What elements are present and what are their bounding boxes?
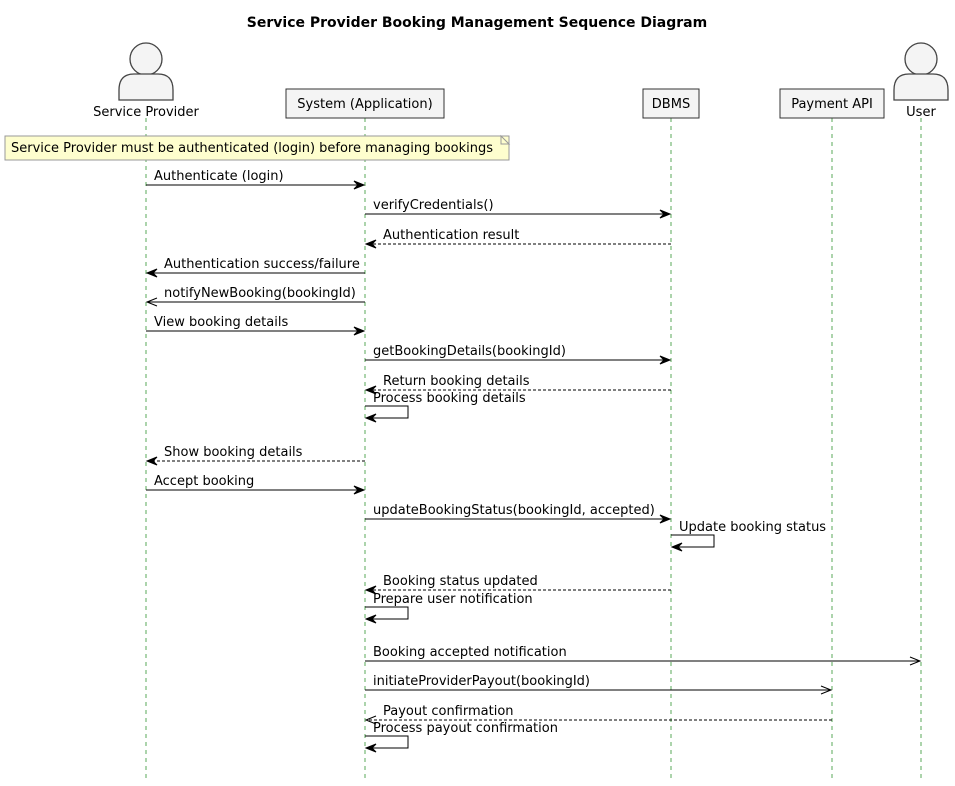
message-label: initiateProviderPayout(bookingId)	[373, 674, 590, 689]
actor-sp: Service Provider	[93, 42, 200, 120]
participant-label: System (Application)	[297, 97, 432, 112]
message: View booking details	[146, 315, 366, 336]
note-corner	[500, 134, 511, 145]
actor-user: User	[893, 42, 949, 120]
participant-box	[779, 88, 885, 119]
messages: Authenticate (login) verifyCredentials() A…	[145, 169, 922, 753]
participant-sys: System (Application)	[285, 88, 445, 119]
participant-box	[642, 88, 700, 119]
arrowhead-icon	[353, 326, 366, 336]
note-text: Service Provider must be authenticated (…	[11, 141, 493, 156]
message: Process payout confirmation	[364, 721, 558, 753]
participants: Service Provider System (Application) DBMS…	[93, 42, 949, 120]
message-label: updateBookingStatus(bookingId, accepted)	[373, 503, 655, 518]
message: getBookingDetails(bookingId)	[365, 344, 672, 365]
message-label: Process booking details	[373, 391, 526, 406]
arrowhead-icon	[364, 413, 377, 423]
arrowhead-icon	[364, 239, 377, 249]
arrowhead-icon	[145, 268, 158, 278]
arrowhead-icon	[364, 715, 377, 725]
message: Prepare user notification	[364, 592, 533, 624]
message: Booking accepted notification	[365, 645, 922, 666]
message-label: Process payout confirmation	[373, 721, 558, 736]
message: notifyNewBooking(bookingId)	[145, 286, 365, 307]
message-label: getBookingDetails(bookingId)	[373, 344, 566, 359]
message-line	[365, 735, 409, 749]
arrowhead-icon	[364, 614, 377, 624]
message-label: Accept booking	[154, 474, 254, 489]
message-label: Authentication success/failure	[164, 257, 360, 272]
arrowhead-icon	[353, 485, 366, 495]
message: Accept booking	[146, 474, 366, 495]
participant-label: User	[906, 105, 936, 120]
arrowhead-icon	[364, 743, 377, 753]
participant-label: Payment API	[791, 97, 873, 112]
actor-body-icon	[118, 73, 174, 101]
message-line	[671, 534, 715, 548]
message: Return booking details	[364, 374, 671, 395]
message-label: Booking accepted notification	[373, 645, 567, 660]
message: Update booking status	[670, 520, 826, 552]
arrowhead-icon	[145, 297, 158, 307]
message: Authentication result	[364, 228, 671, 249]
message-label: Return booking details	[383, 374, 530, 389]
arrowhead-icon	[659, 355, 672, 365]
participant-label: DBMS	[652, 97, 690, 112]
message: Payout confirmation	[364, 704, 832, 725]
message-label: Authentication result	[383, 228, 519, 243]
message-label: Prepare user notification	[373, 592, 533, 607]
message: updateBookingStatus(bookingId, accepted)	[365, 503, 672, 524]
message: Process booking details	[364, 391, 526, 423]
message-label: View booking details	[154, 315, 288, 330]
message: Booking status updated	[364, 574, 671, 595]
message-label: Show booking details	[164, 445, 303, 460]
message: Authenticate (login)	[146, 169, 366, 190]
message-line	[365, 405, 409, 419]
arrowhead-icon	[364, 585, 377, 595]
arrowhead-icon	[353, 180, 366, 190]
actor-body-icon	[893, 73, 949, 101]
message: initiateProviderPayout(bookingId)	[365, 674, 833, 695]
note-box	[4, 135, 510, 161]
message-label: Booking status updated	[383, 574, 538, 589]
note: Service Provider must be authenticated (…	[4, 134, 511, 161]
lifelines	[145, 118, 922, 778]
message-label: Update booking status	[679, 520, 826, 535]
arrowhead-icon	[145, 456, 158, 466]
diagram-title: Service Provider Booking Management Sequ…	[247, 15, 707, 31]
actor-head-icon	[129, 42, 163, 76]
message-label: notifyNewBooking(bookingId)	[164, 286, 356, 301]
arrowhead-icon	[659, 514, 672, 524]
arrowhead-icon	[659, 209, 672, 219]
message-line	[365, 606, 409, 620]
participant-dbms: DBMS	[642, 88, 700, 119]
message: verifyCredentials()	[365, 198, 672, 219]
arrowhead-icon	[909, 656, 922, 666]
arrowhead-icon	[670, 542, 683, 552]
message: Authentication success/failure	[145, 257, 365, 278]
message-label: Authenticate (login)	[154, 169, 284, 184]
message-label: verifyCredentials()	[373, 198, 494, 213]
participant-box	[285, 88, 445, 119]
participant-label: Service Provider	[93, 105, 199, 120]
participant-pay: Payment API	[779, 88, 885, 119]
arrowhead-icon	[364, 385, 377, 395]
actor-head-icon	[904, 42, 938, 76]
arrowhead-icon	[820, 685, 833, 695]
message-label: Payout confirmation	[383, 704, 514, 719]
message: Show booking details	[145, 445, 365, 466]
